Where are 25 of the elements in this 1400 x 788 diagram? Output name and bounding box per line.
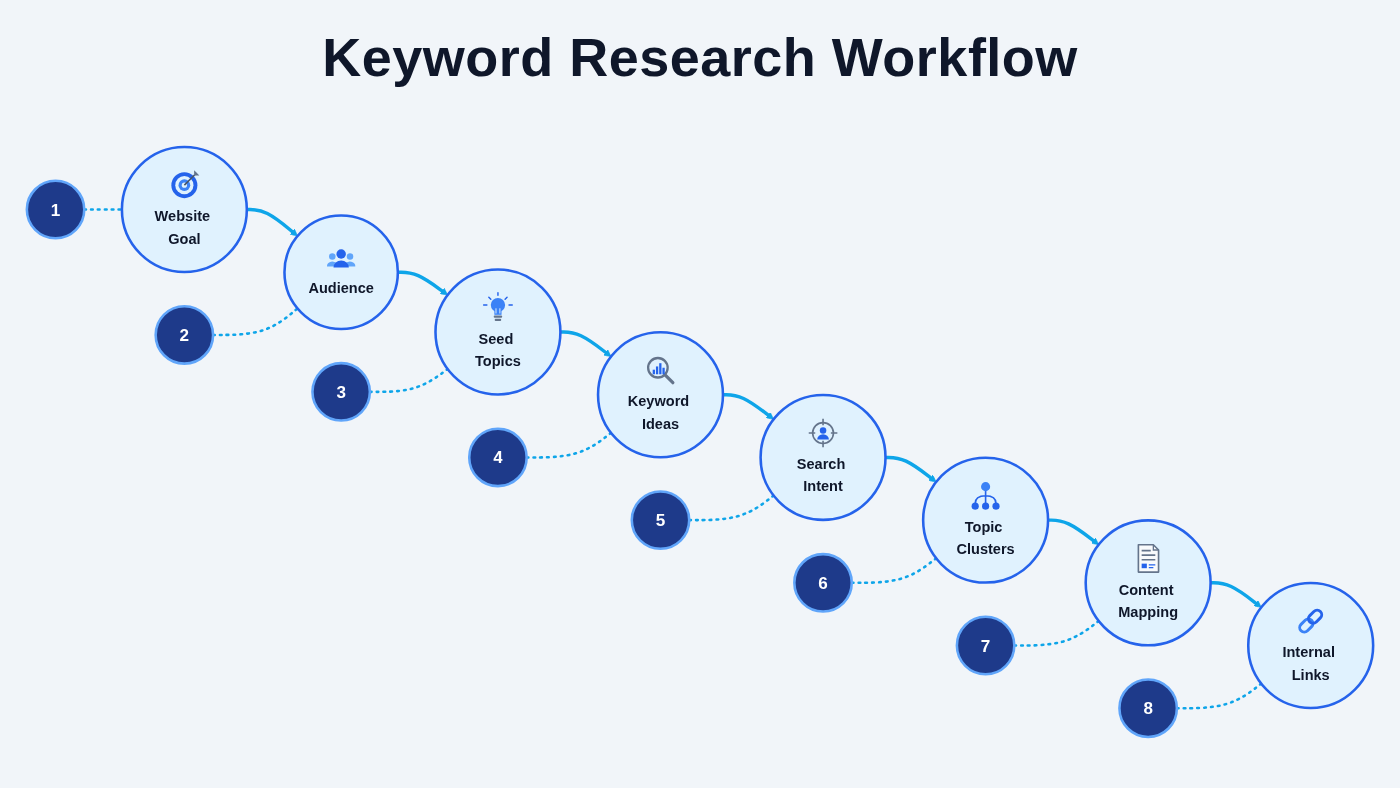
node-circle: Website Goal [120, 145, 249, 274]
node-circle: Seed Topics [434, 268, 562, 396]
arrow [722, 393, 774, 420]
title: Keyword Research Workflow [322, 26, 1078, 88]
node-circle: 5 [630, 490, 691, 551]
node-circle: Search Intent [759, 393, 887, 522]
node-circle: 4 [467, 427, 528, 488]
arrow [1048, 518, 1100, 545]
arrow [397, 270, 448, 296]
arrow [560, 330, 612, 357]
node-circle: Internal Links [1246, 581, 1375, 710]
arrow [1210, 581, 1262, 608]
node-circle: 1 [25, 179, 86, 240]
connector [211, 307, 299, 337]
node-circle: Keyword Ideas [596, 331, 725, 459]
node-circle: 3 [311, 361, 372, 422]
node-circle: Topic Clusters [921, 456, 1050, 584]
node-circle: 6 [793, 552, 854, 613]
arrow [885, 455, 937, 483]
node-circle: 7 [955, 615, 1016, 676]
arrow [246, 207, 298, 237]
node-circle: Content Mapping [1084, 519, 1212, 647]
node-circle: 8 [1118, 678, 1179, 739]
node-circle: 2 [154, 304, 215, 365]
node-circle: Audience [283, 214, 400, 331]
